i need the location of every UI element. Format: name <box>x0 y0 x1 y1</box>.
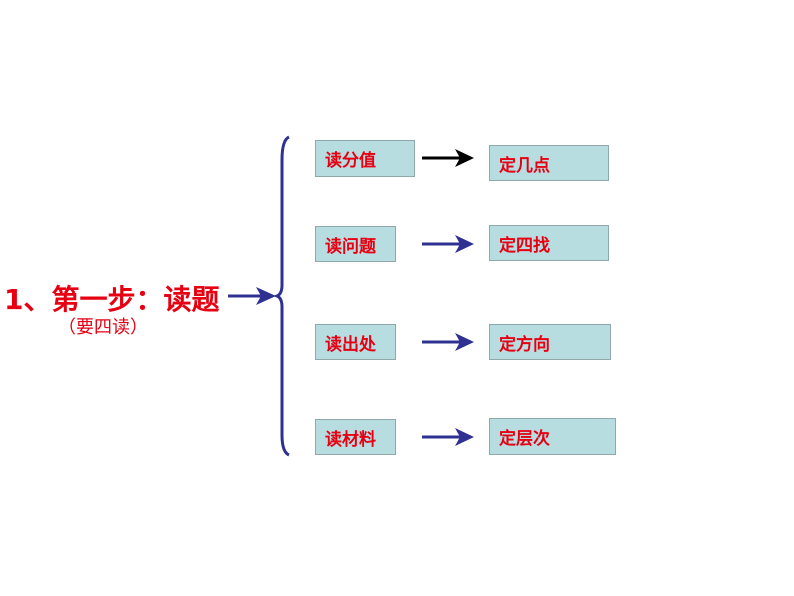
row-arrow-4 <box>422 428 474 446</box>
result-box-1: 定几点 <box>489 145 609 181</box>
read-box-3: 读出处 <box>315 324 396 360</box>
main-title: 1、第一步：读题 <box>4 283 220 316</box>
subtitle: （要四读） <box>58 317 148 338</box>
row-arrow-2 <box>422 235 474 253</box>
read-box-4: 读材料 <box>315 419 396 455</box>
result-box-4: 定层次 <box>489 418 616 455</box>
main-arrow <box>228 287 276 305</box>
result-box-3: 定方向 <box>489 324 611 360</box>
brace <box>272 135 290 457</box>
read-box-1: 读分值 <box>315 140 415 177</box>
result-box-2: 定四找 <box>489 225 609 261</box>
row-arrow-3 <box>422 333 474 351</box>
read-box-2: 读问题 <box>315 226 396 262</box>
row-arrow-1 <box>422 149 474 167</box>
